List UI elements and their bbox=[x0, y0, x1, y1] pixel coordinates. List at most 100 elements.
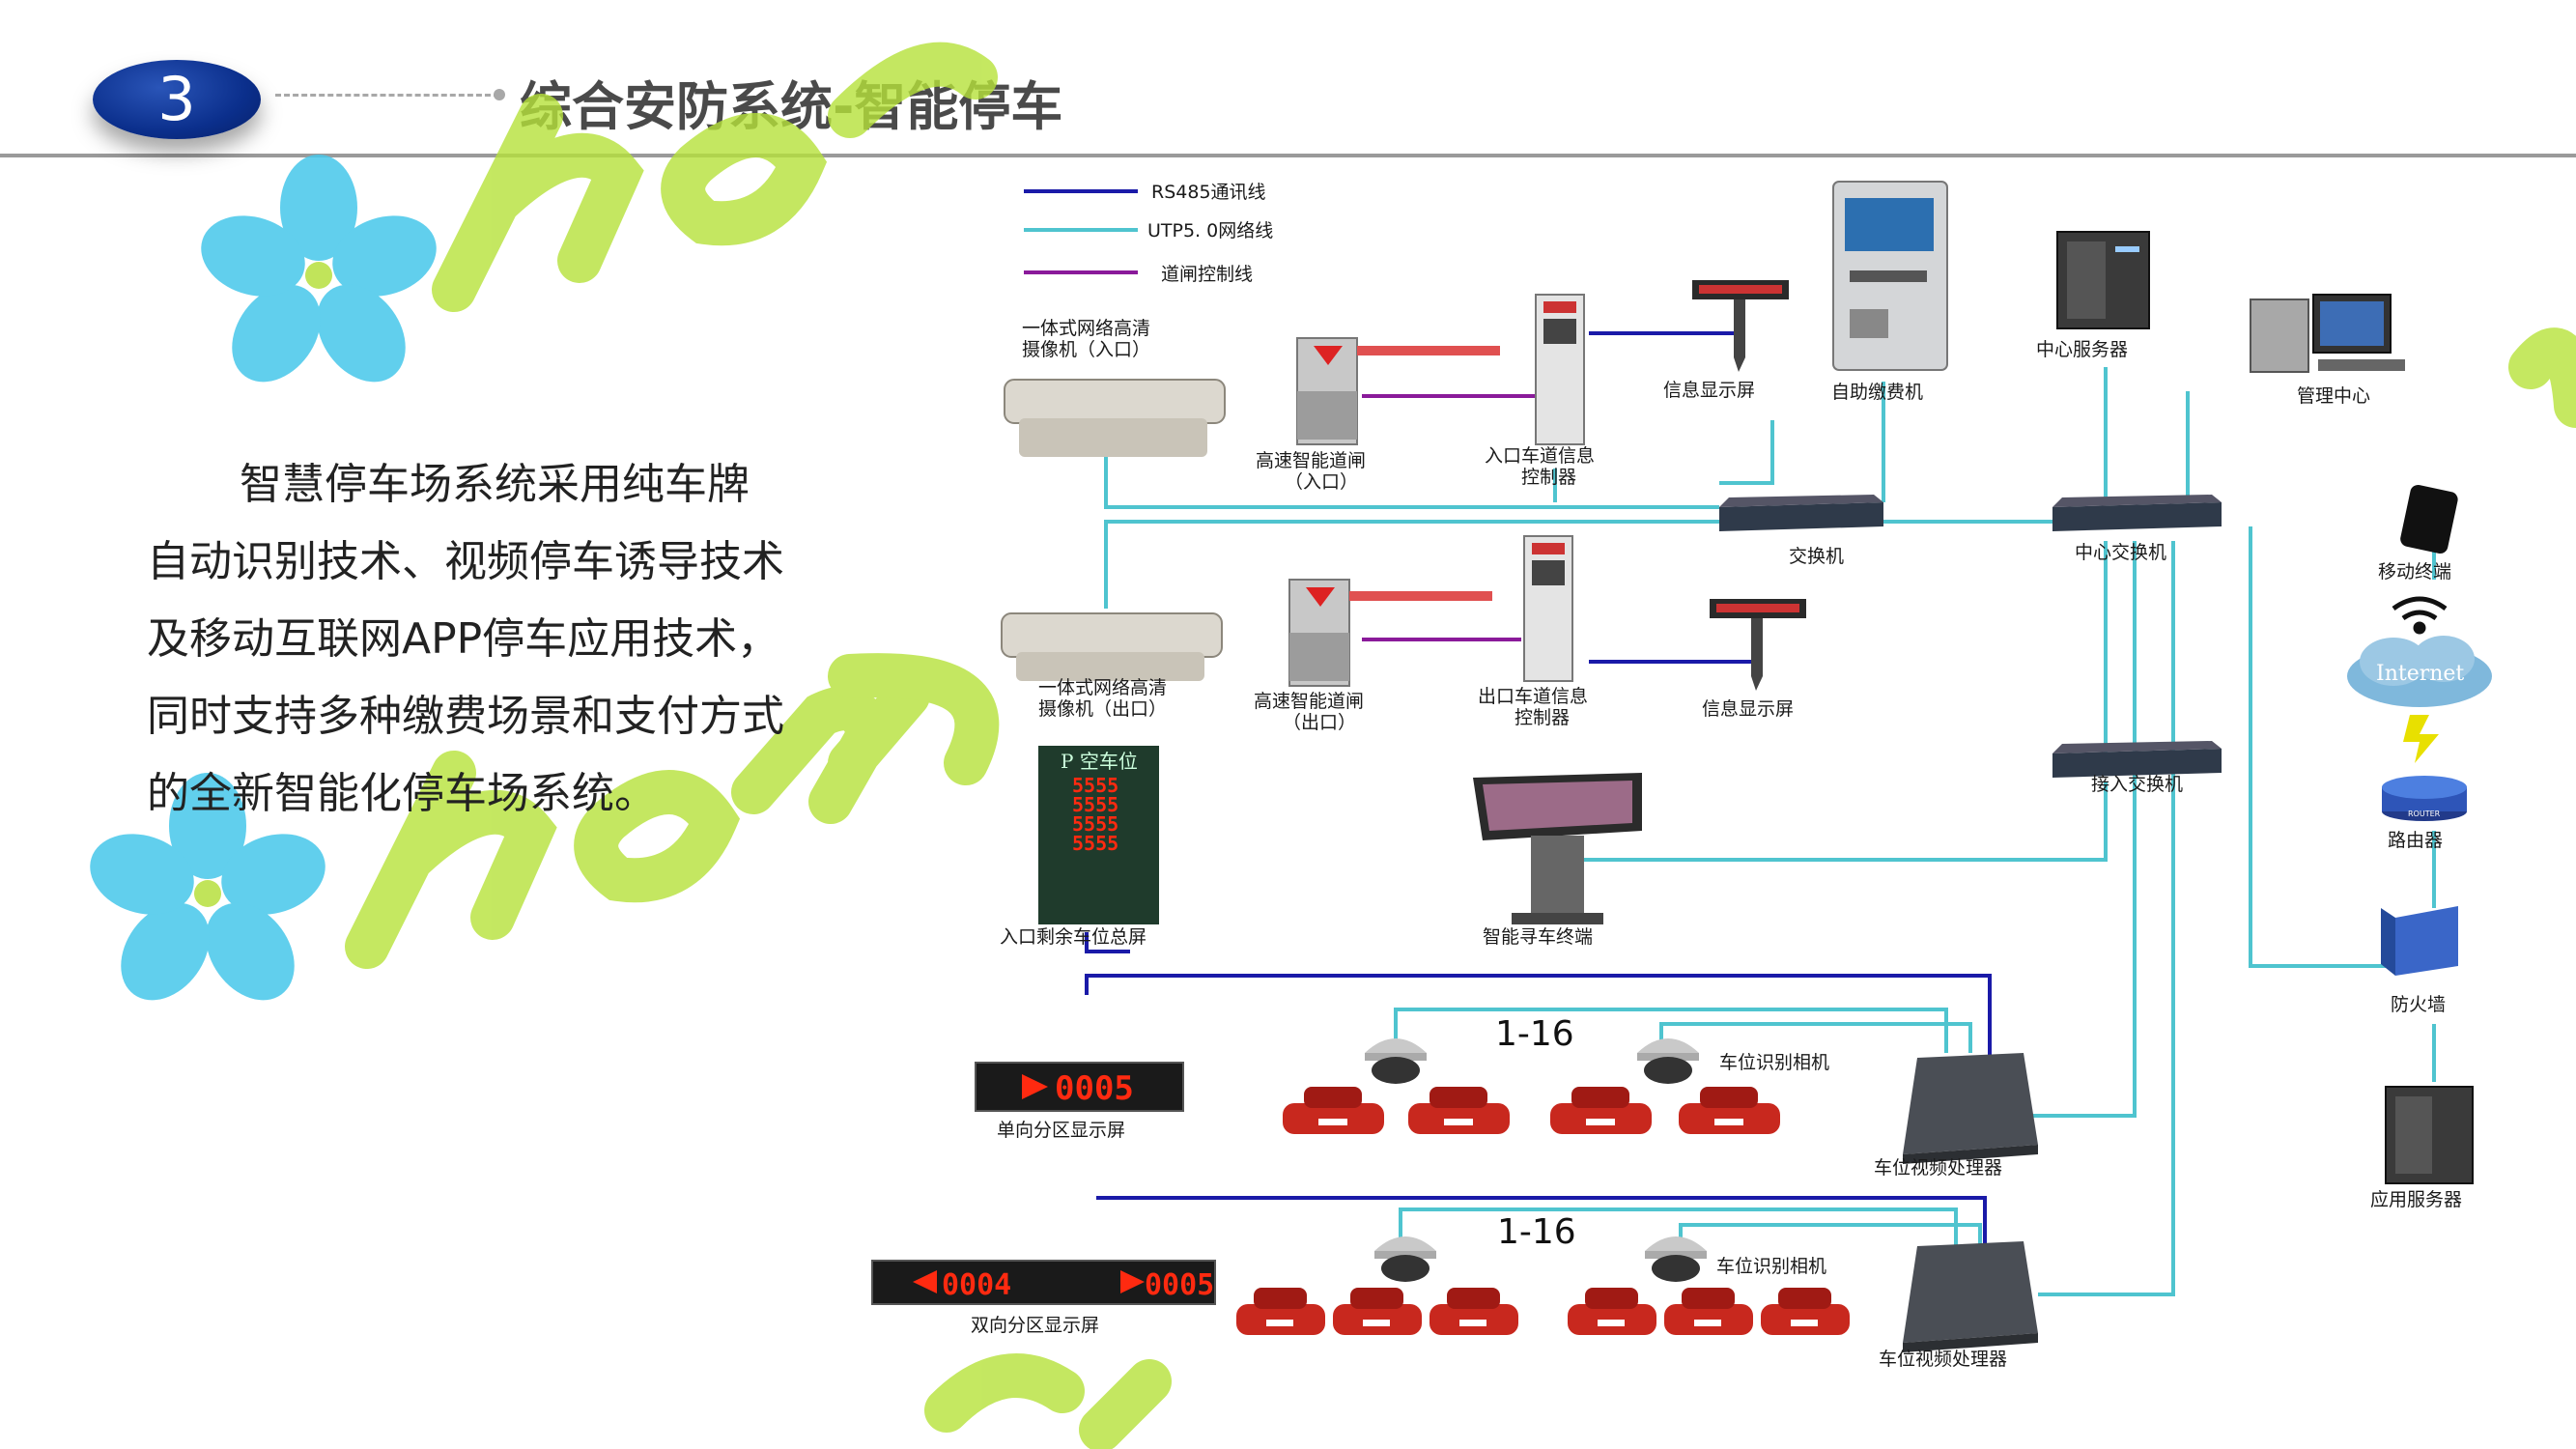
exit-gate: 高速智能道闸 （出口） bbox=[1254, 579, 1492, 733]
intro-line: 自动识别技术、视频停车诱导技术 bbox=[147, 537, 784, 586]
intro-line: 的全新智能化停车场系统。 bbox=[147, 769, 657, 818]
entrance-info-display-label: 信息显示屏 bbox=[1663, 380, 1755, 401]
internet-cloud: Internet bbox=[2347, 636, 2492, 707]
entrance-gate: 高速智能道闸 （入口） bbox=[1256, 337, 1500, 493]
intro-line: 及移动互联网APP停车应用技术， bbox=[147, 614, 780, 664]
car-icon bbox=[1761, 1288, 1850, 1335]
payment-kiosk-label: 自助缴费机 bbox=[1831, 382, 1923, 403]
spot-camera bbox=[1645, 1236, 1707, 1282]
rs485-connections bbox=[1085, 331, 1992, 1246]
firewall: 防火墙 bbox=[2381, 906, 2458, 1015]
entry-vacancy-board: P 空车位 5555 5555 5555 5555 入口剩余车位总屏 bbox=[1000, 746, 1159, 948]
wifi-icon bbox=[2392, 596, 2448, 635]
arrow-right-icon bbox=[1022, 1074, 1048, 1099]
spot-camera-label-lower: 车位识别相机 bbox=[1716, 1256, 1826, 1277]
access-switch: 接入交换机 bbox=[2052, 741, 2222, 795]
management-center: 管理中心 bbox=[2250, 294, 2405, 407]
exit-camera-label-1: 一体式网络高清 bbox=[1038, 677, 1167, 698]
exit-controller: 出口车道信息 控制器 bbox=[1478, 535, 1588, 728]
exit-camera-label-2: 摄像机（出口） bbox=[1038, 698, 1167, 720]
car-icon bbox=[1679, 1087, 1780, 1134]
entry-board-value: 5555 bbox=[1072, 793, 1118, 816]
central-server: 中心服务器 bbox=[2036, 231, 2150, 360]
entrance-camera: 一体式网络高清 摄像机（入口） bbox=[1004, 318, 1226, 457]
exit-controller-label-1: 出口车道信息 bbox=[1478, 686, 1588, 707]
car-icon bbox=[1568, 1288, 1656, 1335]
double-zone-display-label: 双向分区显示屏 bbox=[971, 1315, 1099, 1336]
mobile-terminal: 移动终端 bbox=[2378, 484, 2458, 635]
legend-rs485-label: RS485通讯线 bbox=[1151, 182, 1266, 203]
car-icon bbox=[1408, 1087, 1510, 1134]
video-processor-lower-label: 车位视频处理器 bbox=[1879, 1349, 2007, 1370]
parked-cars-lower bbox=[1236, 1288, 1850, 1335]
entry-board-value: 5555 bbox=[1072, 812, 1118, 836]
entrance-controller-label-2: 控制器 bbox=[1521, 467, 1576, 488]
car-icon bbox=[1664, 1288, 1753, 1335]
firewall-label: 防火墙 bbox=[2391, 994, 2446, 1015]
intro-paragraph: 智慧停车场系统采用纯车牌 自动识别技术、视频停车诱导技术 及移动互联网APP停车… bbox=[147, 446, 881, 833]
entrance-info-display: 信息显示屏 bbox=[1663, 280, 1789, 401]
payment-kiosk: 自助缴费机 bbox=[1831, 181, 1948, 403]
entrance-gate-label-2: （入口） bbox=[1285, 471, 1358, 493]
exit-controller-label-2: 控制器 bbox=[1514, 707, 1570, 728]
exit-gate-label-2: （出口） bbox=[1283, 712, 1356, 733]
router: ROUTER 路由器 bbox=[2382, 776, 2467, 851]
double-zone-value-right: 0005 bbox=[1145, 1268, 1214, 1302]
lightning-icon bbox=[2403, 715, 2439, 763]
central-server-label: 中心服务器 bbox=[2036, 339, 2128, 360]
spot-camera bbox=[1374, 1236, 1436, 1282]
car-icon bbox=[1430, 1288, 1518, 1335]
entry-board-value: 5555 bbox=[1072, 832, 1118, 855]
core-switch: 中心交换机 bbox=[2052, 495, 2222, 563]
core-switch-label: 中心交换机 bbox=[2075, 542, 2166, 563]
router-label: 路由器 bbox=[2388, 830, 2443, 851]
exit-info-display: 信息显示屏 bbox=[1702, 599, 1806, 720]
router-badge: ROUTER bbox=[2408, 810, 2441, 818]
car-icon bbox=[1236, 1288, 1325, 1335]
arrow-left-icon bbox=[913, 1270, 937, 1293]
spot-camera-label-upper: 车位识别相机 bbox=[1719, 1052, 1829, 1073]
section-number-badge: 3 bbox=[93, 60, 261, 139]
entrance-gate-label-1: 高速智能道闸 bbox=[1256, 450, 1366, 471]
header-rule bbox=[0, 154, 2576, 157]
double-zone-display: 0004 0005 双向分区显示屏 bbox=[871, 1260, 1216, 1336]
access-switch-label: 接入交换机 bbox=[2091, 774, 2183, 795]
intro-line: 同时支持多种缴费场景和支付方式 bbox=[147, 692, 784, 741]
video-processor-lower: 车位视频处理器 bbox=[1879, 1241, 2038, 1370]
legend: RS485通讯线 UTP5. 0网络线 道闸控制线 bbox=[1024, 182, 1273, 285]
gate-control-connections bbox=[1362, 394, 1536, 641]
entrance-controller: 入口车道信息 控制器 bbox=[1485, 294, 1595, 488]
spot-camera bbox=[1637, 1038, 1699, 1084]
double-zone-value-left: 0004 bbox=[942, 1268, 1011, 1302]
car-finder-terminal-label: 智能寻车终端 bbox=[1483, 926, 1593, 948]
intro-line: 智慧停车场系统采用纯车牌 bbox=[240, 460, 750, 509]
video-processor-upper-label: 车位视频处理器 bbox=[1874, 1157, 2002, 1179]
car-finder-terminal: 智能寻车终端 bbox=[1473, 773, 1642, 948]
entrance-controller-label-1: 入口车道信息 bbox=[1485, 445, 1595, 467]
legend-gate-label: 道闸控制线 bbox=[1161, 264, 1253, 285]
single-zone-display-label: 单向分区显示屏 bbox=[997, 1120, 1125, 1141]
exit-info-display-label: 信息显示屏 bbox=[1702, 698, 1794, 720]
car-icon bbox=[1333, 1288, 1422, 1335]
lane-switch: 交换机 bbox=[1719, 495, 1883, 567]
single-zone-value: 0005 bbox=[1055, 1069, 1134, 1108]
spot-camera bbox=[1365, 1038, 1427, 1084]
spot-range-label-upper: 1-16 bbox=[1495, 1014, 1574, 1054]
entry-vacancy-board-label: 入口剩余车位总屏 bbox=[1000, 926, 1146, 948]
spot-range-label-lower: 1-16 bbox=[1497, 1212, 1576, 1252]
single-zone-display: 0005 单向分区显示屏 bbox=[975, 1062, 1184, 1141]
internet-label: Internet bbox=[2376, 662, 2464, 686]
entrance-camera-label-2: 摄像机（入口） bbox=[1022, 339, 1150, 360]
exit-camera: 一体式网络高清 摄像机（出口） bbox=[1001, 612, 1223, 720]
parked-cars-upper bbox=[1283, 1087, 1780, 1134]
exit-gate-label-1: 高速智能道闸 bbox=[1254, 691, 1364, 712]
entry-board-header: P 空车位 bbox=[1061, 750, 1138, 773]
entrance-camera-label-1: 一体式网络高清 bbox=[1022, 318, 1150, 339]
legend-utp-label: UTP5. 0网络线 bbox=[1147, 220, 1273, 242]
lane-switch-label: 交换机 bbox=[1789, 546, 1844, 567]
arrow-right-icon bbox=[1120, 1270, 1145, 1293]
car-icon bbox=[1550, 1087, 1652, 1134]
management-center-label: 管理中心 bbox=[2297, 385, 2370, 407]
header-dashed-line bbox=[275, 94, 499, 97]
